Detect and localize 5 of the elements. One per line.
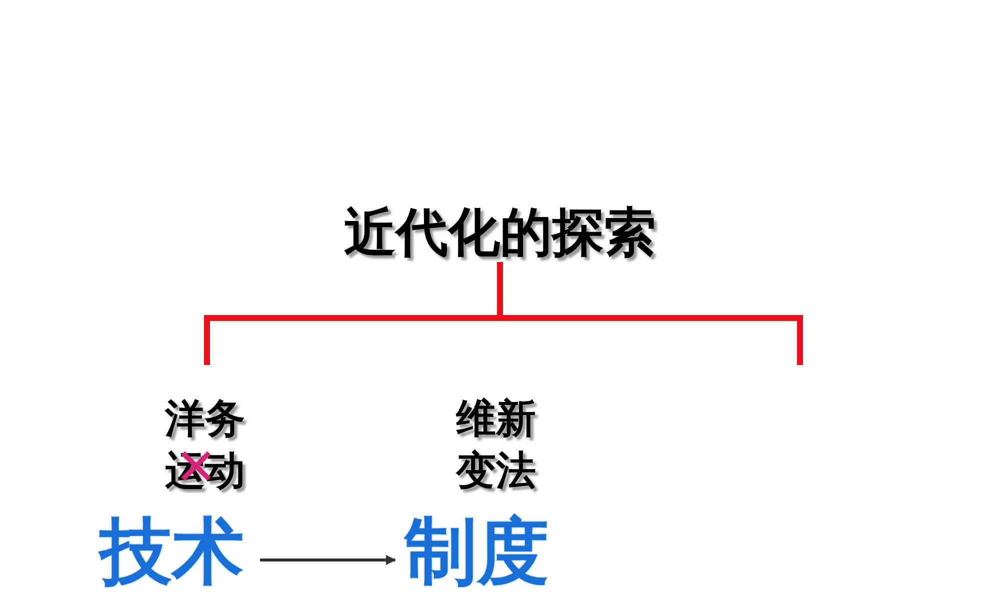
title-text: 近代化的探索 <box>318 200 682 268</box>
node-text: 技术 <box>100 505 280 599</box>
node-text: 维新变法 <box>456 393 546 497</box>
arrow <box>260 555 396 565</box>
node-text: 制度 <box>405 505 605 599</box>
